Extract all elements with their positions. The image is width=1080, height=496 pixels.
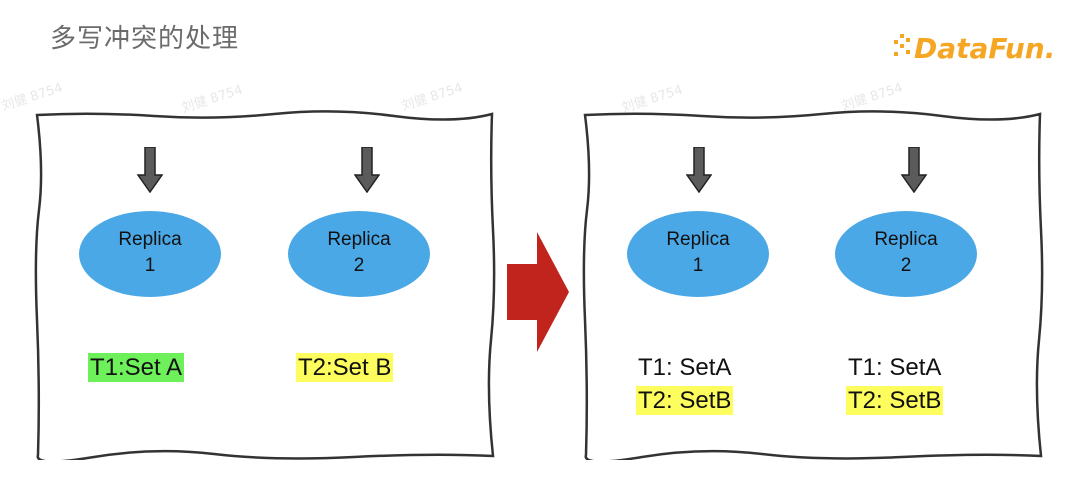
after-panel: Replica 1 T1: SetA T2: SetB Replica 2 T1…: [582, 110, 1044, 460]
down-arrow-icon: [354, 147, 380, 193]
logo-wordmark: DataFun.: [914, 32, 1055, 65]
replica-label: Replica 1: [666, 229, 730, 276]
datafun-logo: DataFun.: [894, 32, 1055, 65]
replica-label: Replica 1: [118, 229, 182, 276]
replica-node: Replica 2: [834, 210, 978, 298]
down-arrow-icon: [901, 147, 927, 193]
replica-label: Replica 2: [327, 229, 391, 276]
operation-label: T2:Set B: [296, 353, 394, 382]
operation-label: T2: SetB: [636, 386, 734, 415]
replica-node: Replica 2: [287, 210, 431, 298]
operation-label: T1: SetA: [848, 354, 942, 381]
down-arrow-icon: [137, 147, 163, 193]
replica-node: Replica 1: [626, 210, 770, 298]
operation-label: T1:Set A: [88, 353, 185, 382]
watermark: 刘健 8754: [0, 80, 65, 115]
before-panel: Replica 1 T1:Set A Replica 2 T2:Set B: [34, 110, 496, 460]
replica-node: Replica 1: [78, 210, 222, 298]
panel-frame: [582, 110, 1044, 460]
down-arrow-icon: [686, 147, 712, 193]
slide-title: 多写冲突的处理: [50, 24, 240, 54]
watermark: 刘健 8754: [839, 80, 905, 115]
transition-arrow-icon: [507, 232, 569, 352]
operation-label: T2: SetB: [846, 386, 944, 415]
operation-label: T1: SetA: [638, 354, 732, 381]
replica-label: Replica 2: [874, 229, 938, 276]
watermark: 刘健 8754: [399, 80, 465, 115]
